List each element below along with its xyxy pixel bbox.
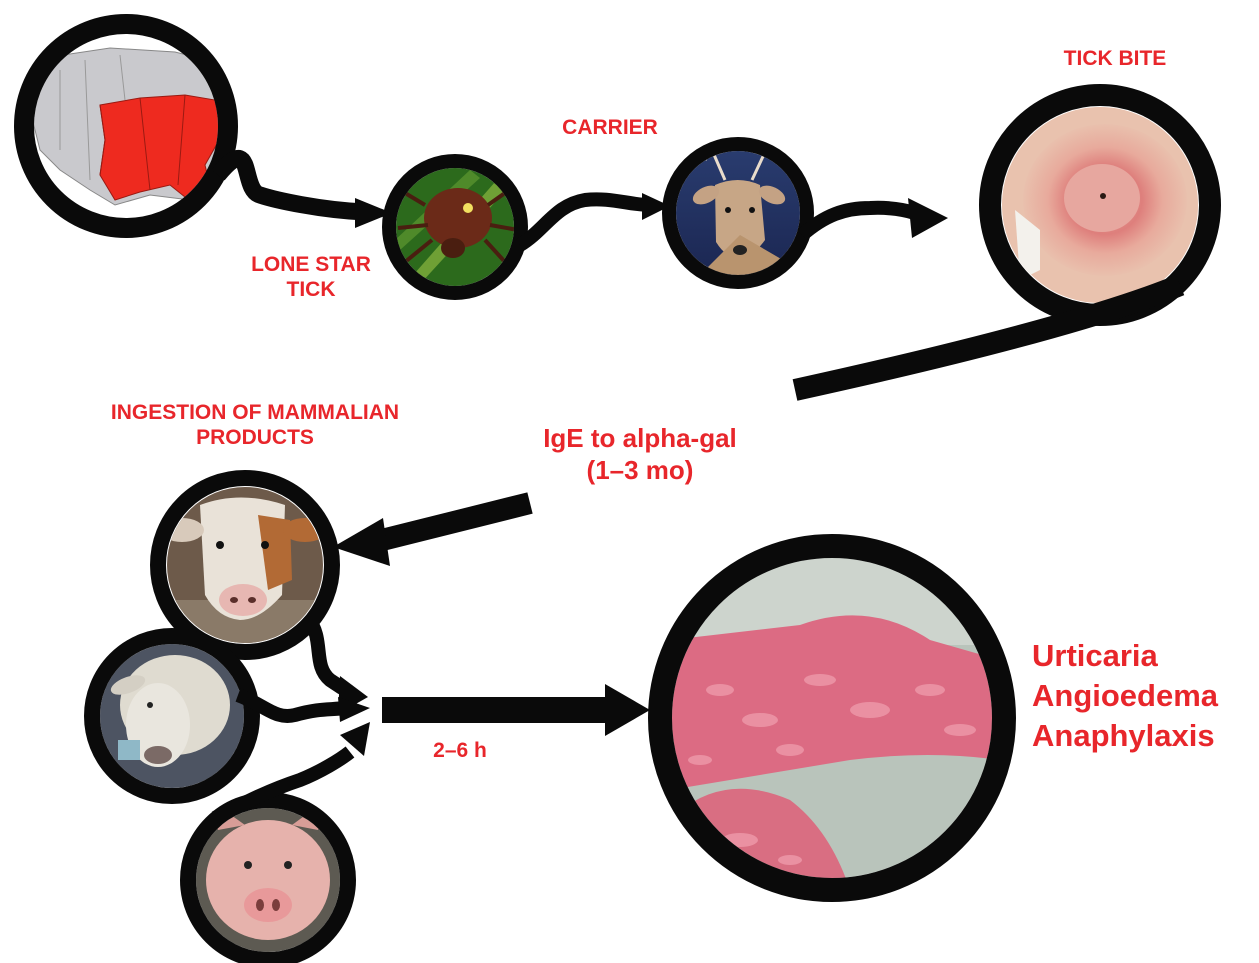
- lone-star-tick-label: LONE STAR TICK: [236, 252, 386, 302]
- ingestion-label: INGESTION OF MAMMALIAN PRODUCTS: [70, 400, 440, 450]
- lone-star-tick-label-line2: TICK: [236, 277, 386, 302]
- time-to-reaction-label: 2–6 h: [420, 738, 500, 763]
- lone-star-tick-label-line1: LONE STAR: [236, 252, 386, 277]
- ige-label-line2: (1–3 mo): [520, 454, 760, 486]
- carrier-label: CARRIER: [540, 115, 680, 140]
- outcome-anaphylaxis: Anaphylaxis: [1032, 716, 1252, 756]
- bite-tail: [795, 285, 1180, 390]
- outcome-urticaria: Urticaria: [1032, 636, 1252, 676]
- outcome-angioedema: Angioedema: [1032, 676, 1252, 716]
- map-to-tick-connector: [218, 158, 365, 212]
- deer-to-bite-connector: [802, 208, 915, 235]
- ige-label-line1: IgE to alpha-gal: [520, 422, 760, 454]
- ige-label: IgE to alpha-gal (1–3 mo): [520, 422, 760, 486]
- ingestion-label-line2: PRODUCTS: [70, 425, 440, 450]
- tick-to-deer-connector: [520, 199, 650, 245]
- arrowhead-to-cow: [333, 518, 390, 566]
- arrowhead-to-reaction: [605, 684, 650, 736]
- ingestion-label-line1: INGESTION OF MAMMALIAN: [70, 400, 440, 425]
- ige-arrow-shaft: [378, 503, 530, 541]
- arrowhead-to-bite: [908, 198, 948, 238]
- tick-bite-label: TICK BITE: [1030, 46, 1200, 71]
- outcomes-list: Urticaria Angioedema Anaphylaxis: [1032, 636, 1252, 756]
